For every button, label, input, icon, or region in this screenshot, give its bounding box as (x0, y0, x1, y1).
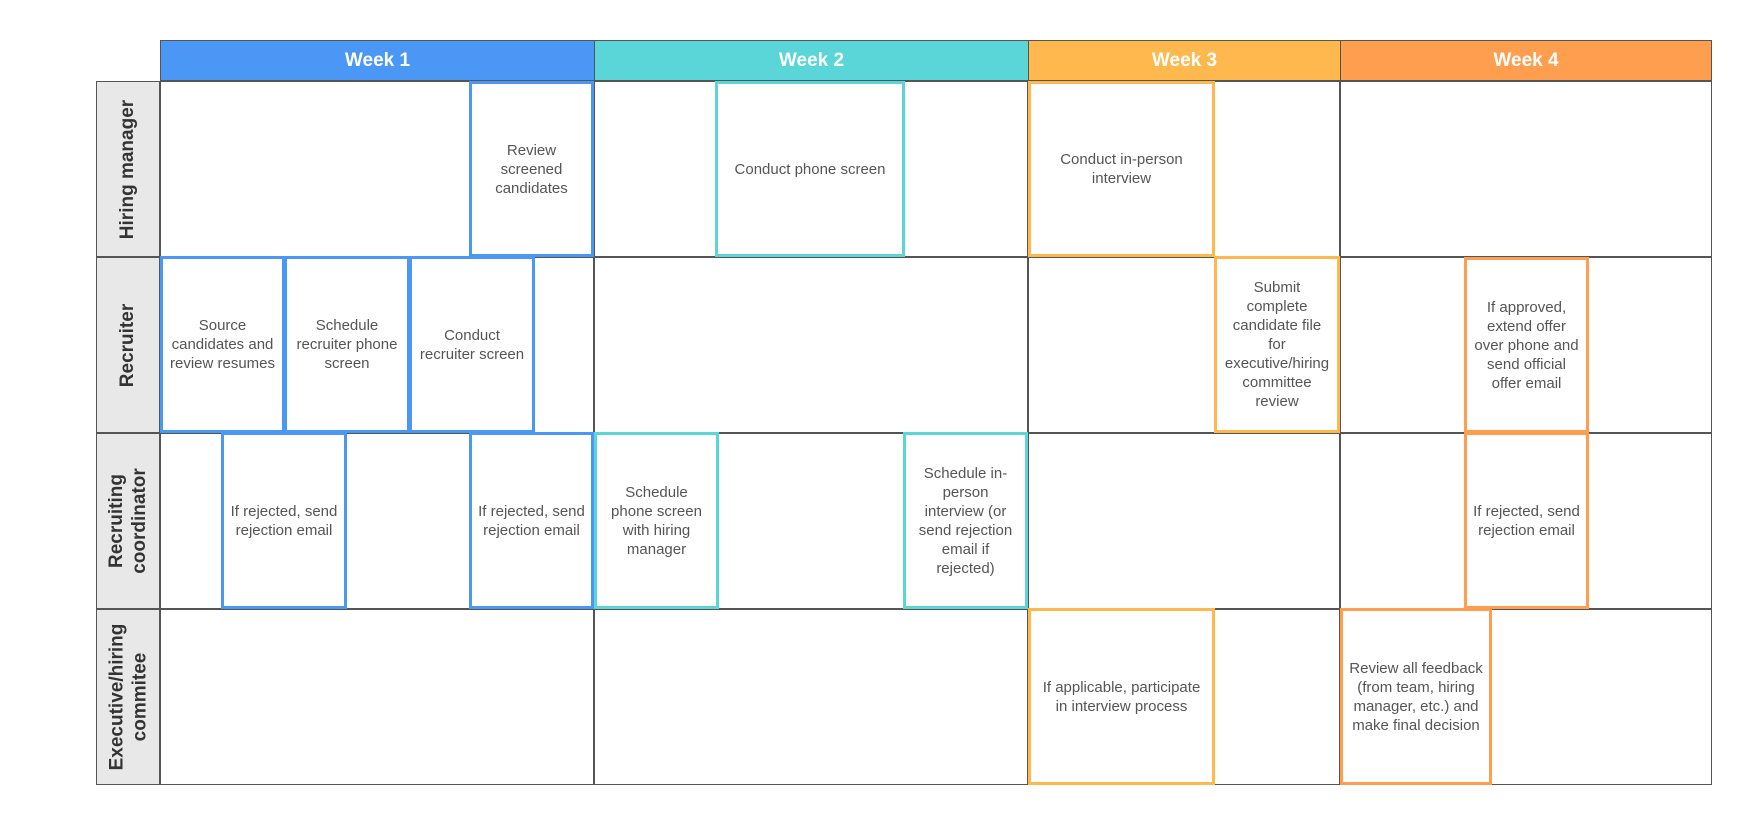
task-conduct-recruiter-screen[interactable]: Conduct recruiter screen (409, 256, 535, 433)
grid-cell (160, 609, 594, 785)
task-participate-interview-process[interactable]: If applicable, participate in interview … (1028, 608, 1215, 785)
lane-recruiting-coordinator: Recruiting coordinator (96, 433, 160, 609)
task-extend-offer[interactable]: If approved, extend offer over phone and… (1464, 257, 1589, 433)
lane-label: Executive/hiring commitee (106, 623, 150, 771)
task-send-rejection-email[interactable]: If rejected, send rejection email (469, 432, 594, 609)
grid-cell (594, 609, 1028, 785)
lane-label: Recruiting coordinator (106, 468, 150, 574)
task-send-rejection-email[interactable]: If rejected, send rejection email (221, 432, 347, 609)
task-schedule-recruiter-phone-screen[interactable]: Schedule recruiter phone screen (284, 256, 410, 433)
task-review-screened-candidates[interactable]: Review screened candidates (469, 81, 594, 257)
lane-recruiter: Recruiter (96, 257, 160, 433)
task-send-rejection-email[interactable]: If rejected, send rejection email (1464, 432, 1589, 609)
task-schedule-phone-screen-hiring-manager[interactable]: Schedule phone screen with hiring manage… (594, 432, 719, 609)
week-1-header: Week 1 (160, 40, 594, 81)
grid-cell (594, 257, 1028, 433)
grid-cell (1340, 81, 1712, 257)
lane-label: Recruiter (117, 303, 139, 387)
grid-cell (1028, 433, 1340, 609)
lane-label: Hiring manager (117, 99, 139, 239)
lane-executive-committee: Executive/hiring commitee (96, 609, 160, 785)
week-3-header: Week 3 (1028, 40, 1340, 81)
task-conduct-in-person-interview[interactable]: Conduct in-person interview (1028, 81, 1215, 257)
week-4-header: Week 4 (1340, 40, 1712, 81)
task-conduct-phone-screen[interactable]: Conduct phone screen (715, 81, 905, 257)
task-source-candidates[interactable]: Source candidates and review resumes (160, 256, 285, 433)
task-submit-candidate-file[interactable]: Submit complete candidate file for execu… (1214, 256, 1340, 433)
task-schedule-in-person-interview[interactable]: Schedule in-person interview (or send re… (903, 432, 1028, 609)
lane-hiring-manager: Hiring manager (96, 81, 160, 257)
week-2-header: Week 2 (594, 40, 1028, 81)
task-make-final-decision[interactable]: Review all feedback (from team, hiring m… (1340, 608, 1492, 785)
